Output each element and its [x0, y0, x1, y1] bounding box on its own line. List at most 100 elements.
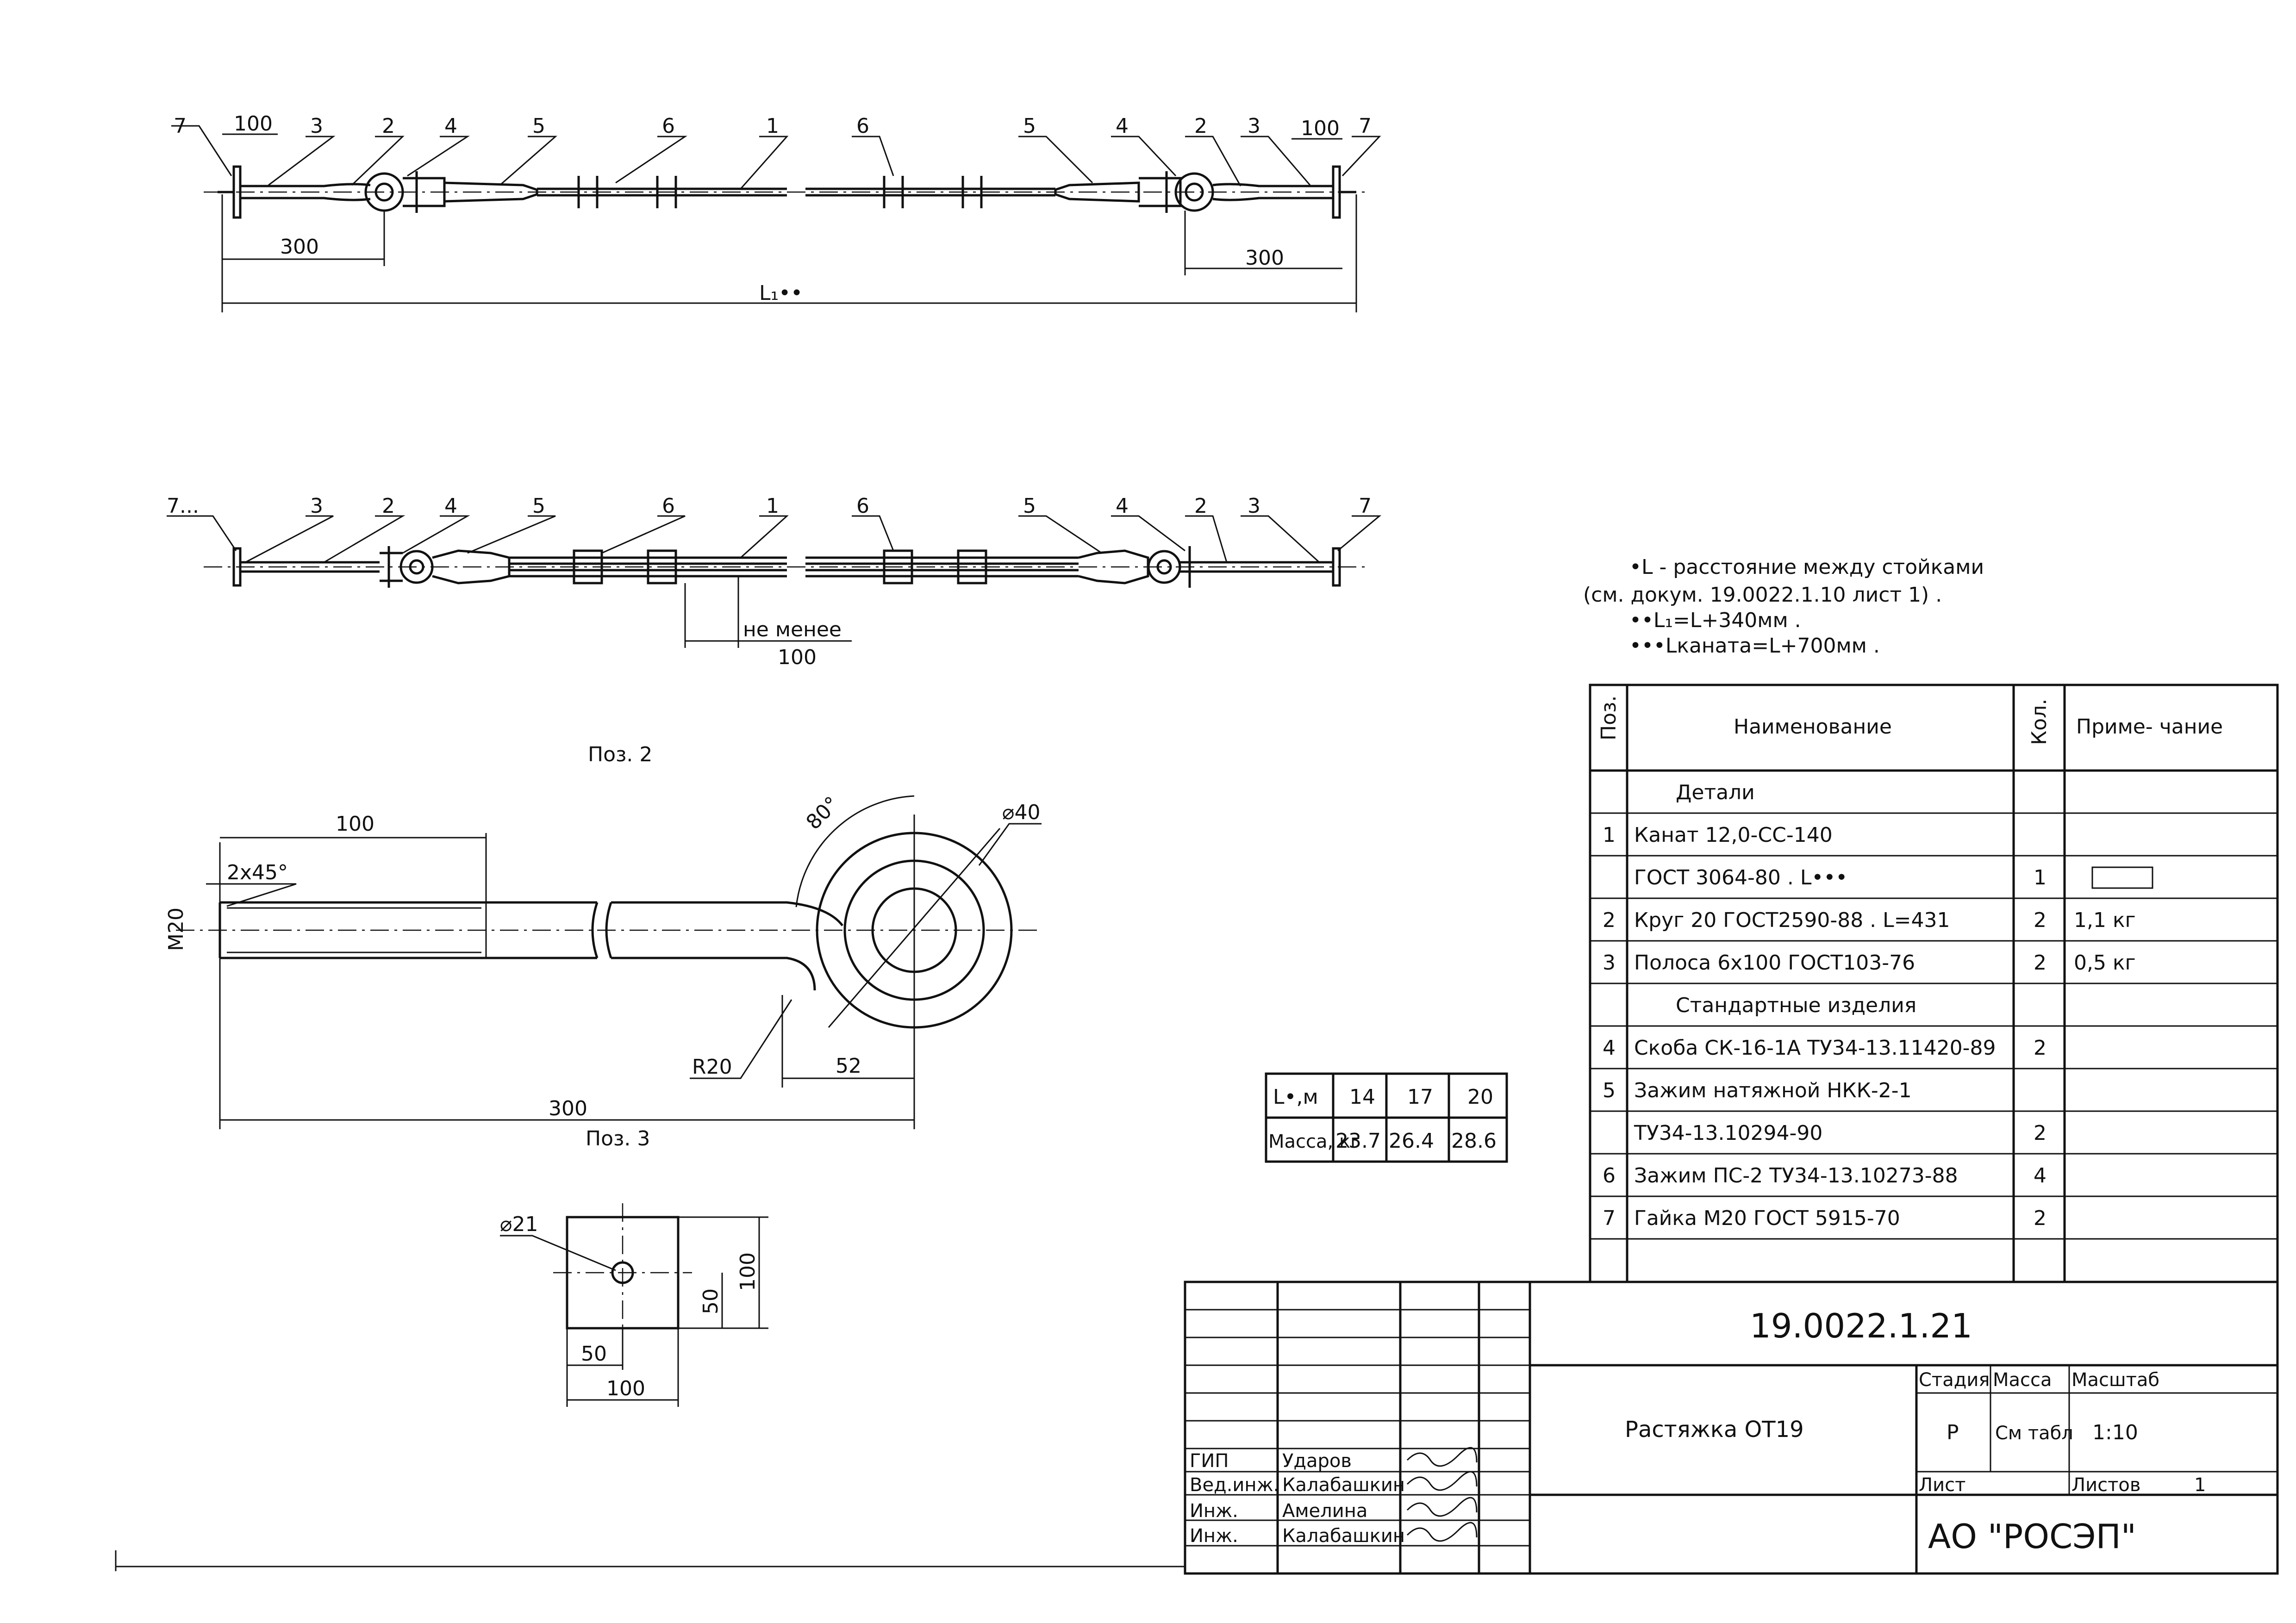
- callout-2-side: 2: [382, 494, 395, 518]
- callout-7: 7: [174, 114, 187, 138]
- pos2-dia: ⌀40: [1002, 801, 1040, 824]
- signature: [1406, 1522, 1478, 1542]
- signer-name: Калабашкин: [1282, 1474, 1405, 1496]
- callout-7-side: 7...: [167, 494, 199, 518]
- callout-2r: 2: [1194, 114, 1207, 138]
- spec-row-qty: 2: [2034, 1121, 2046, 1145]
- signer-name: Ударов: [1282, 1450, 1352, 1472]
- pos2-thread: M20: [164, 908, 188, 951]
- top-view-labels: 7 3 2 4 5 6 1 6 5 4 2 3 7 100 100 300 30…: [174, 112, 1372, 305]
- signer-role: Инж.: [1190, 1525, 1238, 1547]
- pos3-hole: ⌀21: [500, 1213, 538, 1236]
- callout-5r-side: 5: [1023, 494, 1036, 518]
- callout-3r: 3: [1248, 114, 1260, 138]
- spec-row-name: Скоба СК-16-1А ТУ34-13.11420-89: [1634, 1036, 1996, 1060]
- callout-6: 6: [662, 114, 675, 138]
- callout-6-side: 6: [662, 494, 675, 518]
- pos2-dim-52: 52: [836, 1054, 861, 1078]
- spec-col-note: Приме- чание: [2076, 715, 2223, 739]
- dim-300-right: 300: [1245, 246, 1284, 270]
- sheets-value: 1: [2194, 1474, 2206, 1496]
- pos2-radius: R20: [692, 1055, 732, 1079]
- mass-table: L•,м 14 17 20 Масса, кг 23.7 26.4 28.6: [1265, 1072, 1508, 1163]
- spec-col-pos: Поз.: [1597, 696, 1621, 740]
- spec-row-name: Канат 12,0-СС-140: [1634, 823, 1833, 847]
- top-view: [171, 125, 1381, 312]
- dim-min-value: 100: [778, 646, 817, 669]
- pos2-dim-300: 300: [549, 1097, 587, 1120]
- mass-table-row-label: Масса, кг: [1268, 1131, 1360, 1152]
- signature: [1406, 1447, 1478, 1467]
- spec-row-name: ГОСТ 3064-80 . L•••: [1634, 866, 1847, 889]
- callout-5r: 5: [1023, 114, 1036, 138]
- signer-name: Калабашкин: [1282, 1525, 1405, 1547]
- pos3-title: Поз. 3: [586, 1127, 650, 1150]
- dim-total: L₁••: [759, 281, 803, 305]
- callout-2: 2: [382, 114, 395, 138]
- pos3-dim-100h: 100: [606, 1377, 645, 1400]
- mass-value: См табл: [1995, 1423, 2073, 1444]
- title-block: 19.0022.1.21 Растяжка ОТ19 Стадия Масса …: [1184, 1281, 2279, 1575]
- callout-5-side: 5: [532, 494, 545, 518]
- spec-table: Поз. Наименование Кол. Приме- чание Дета…: [1589, 684, 2279, 1283]
- spec-row-name: Гайка М20 ГОСТ 5915-70: [1634, 1206, 1900, 1230]
- notes: •L - расстояние между стойками (см. доку…: [1583, 555, 1984, 658]
- dim-300-left: 300: [280, 235, 319, 259]
- pos3-dim-100v: 100: [736, 1252, 760, 1291]
- pos3-dim-50h: 50: [581, 1342, 607, 1366]
- spec-row-qty: 2: [2034, 908, 2046, 932]
- sheet-label: Лист: [1919, 1474, 1965, 1496]
- pos3-detail: Поз. 3: [500, 1127, 768, 1407]
- callout-3-side: 3: [310, 494, 323, 518]
- callout-3r-side: 3: [1248, 494, 1260, 518]
- note-line-1: •L - расстояние между стойками: [1629, 555, 1984, 579]
- mass-table-mass-20: 28.6: [1451, 1129, 1497, 1153]
- doc-title: Растяжка ОТ19: [1625, 1417, 1804, 1443]
- spec-row-name: Полоса 6х100 ГОСТ103-76: [1634, 951, 1915, 975]
- mass-table-mass-14: 23.7: [1335, 1129, 1381, 1153]
- spec-row-pos: 2: [1603, 908, 1616, 932]
- callout-4r-side: 4: [1116, 494, 1129, 518]
- mass-table-len-17: 17: [1407, 1085, 1433, 1109]
- spec-row-pos: 1: [1603, 823, 1616, 847]
- spec-row-name: Стандартные изделия: [1676, 994, 1916, 1017]
- spec-row-qty: 2: [2034, 951, 2046, 975]
- signature: [1406, 1471, 1478, 1491]
- signer-role: ГИП: [1190, 1450, 1229, 1472]
- spec-col-name: Наименование: [1734, 715, 1892, 739]
- spec-row-name: Круг 20 ГОСТ2590-88 . L=431: [1634, 908, 1950, 932]
- pos3-dim-50v: 50: [699, 1288, 723, 1314]
- callout-3: 3: [310, 114, 323, 138]
- note-line-2: (см. докум. 19.0022.1.10 лист 1) .: [1583, 583, 1942, 607]
- callout-5: 5: [532, 114, 545, 138]
- doc-number: 19.0022.1.21: [1750, 1306, 1972, 1345]
- callout-6r-side: 6: [856, 494, 869, 518]
- side-view: [167, 515, 1382, 648]
- signature: [1406, 1497, 1478, 1517]
- pos2-detail: Поз. 2: [176, 743, 1042, 1129]
- callout-2r-side: 2: [1194, 494, 1207, 518]
- note-line-4: •••Lканата=L+700мм .: [1629, 634, 1880, 658]
- callout-1: 1: [766, 114, 779, 138]
- stage-label: Стадия: [1919, 1369, 1990, 1391]
- callout-4: 4: [444, 114, 457, 138]
- spec-row-name: Зажим натяжной НКК-2-1: [1634, 1079, 1912, 1102]
- callout-7r: 7: [1359, 114, 1372, 138]
- spec-row-name: Детали: [1676, 781, 1755, 804]
- spec-row-pos: 5: [1603, 1079, 1616, 1102]
- callout-4-side: 4: [444, 494, 457, 518]
- signer-name: Амелина: [1282, 1500, 1367, 1522]
- dim-min-label: не менее: [743, 618, 842, 641]
- pos2-labels: 100 2x45° M20 80° ⌀40 R20 52 300: [164, 792, 1040, 1120]
- mass-table-header: L•,м: [1273, 1085, 1318, 1109]
- callout-1-side: 1: [766, 494, 779, 518]
- mass-label: Масса: [1993, 1369, 2052, 1391]
- signer-role: Вед.инж.: [1190, 1474, 1279, 1496]
- spec-row-qty: 4: [2034, 1164, 2046, 1188]
- pos3-labels: ⌀21 50 100 50 100: [500, 1213, 760, 1400]
- callout-7r-side: 7: [1359, 494, 1372, 518]
- dim-100-left: 100: [234, 112, 273, 136]
- spec-col-qty: Кол.: [2028, 699, 2051, 745]
- scale-value: 1:10: [2092, 1421, 2138, 1444]
